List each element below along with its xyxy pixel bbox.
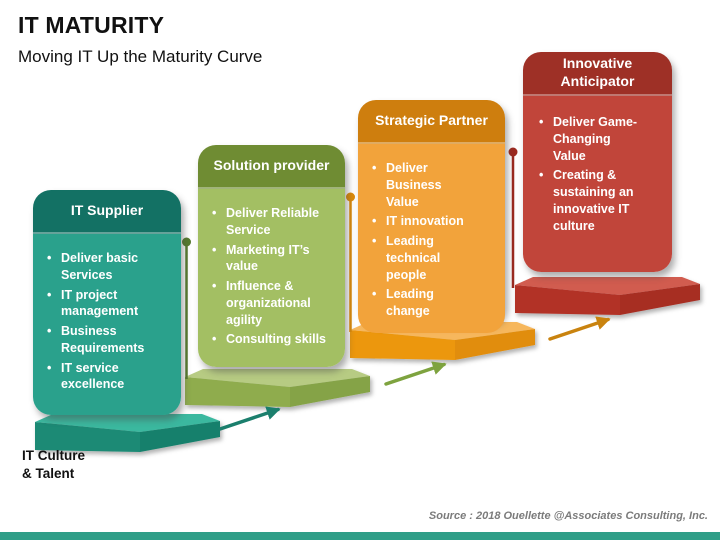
- stage-panel-innovative-anticipator: Innovative Anticipator Deliver Game-Chan…: [523, 52, 672, 272]
- platform-step-4: [515, 277, 700, 315]
- arrow-step-3-4-icon: [548, 316, 611, 341]
- bullet-item: Consulting skills: [210, 331, 337, 348]
- page-title: IT MATURITY: [18, 12, 165, 38]
- stage-title: Strategic Partner: [358, 100, 505, 144]
- stage-panel-solution-provider: Solution provider Deliver Reliable Servi…: [198, 145, 345, 367]
- source-credit: Source : 2018 Ouellette @Associates Cons…: [428, 510, 708, 522]
- page-subtitle: Moving IT Up the Maturity Curve: [18, 47, 263, 66]
- bullet-item: Deliver Reliable Service: [210, 205, 337, 239]
- bullet-item: Marketing IT’s value: [210, 242, 337, 276]
- bullet-item: Deliver basic Services: [45, 250, 169, 284]
- stage-bullets: Deliver basic Services IT project manage…: [33, 234, 181, 415]
- footer-accent-bar: [0, 532, 720, 540]
- bullet-item: Business Requirements: [45, 323, 169, 357]
- bullet-item: Leading technical people: [370, 233, 477, 283]
- bullet-item: Deliver Game-Changing Value: [537, 114, 640, 164]
- pin-step-3: [346, 192, 355, 332]
- stage-panel-strategic-partner: Strategic Partner Deliver Business Value…: [358, 100, 505, 333]
- arrow-step-2-3-icon: [384, 361, 447, 386]
- bullet-item: Influence & organizational agility: [210, 278, 337, 328]
- stage-title: Innovative Anticipator: [523, 52, 672, 96]
- platform-step-1: [35, 414, 220, 452]
- stage-bullets: Deliver Game-Changing Value Creating & s…: [523, 96, 672, 272]
- stage-bullets: Deliver Reliable Service Marketing IT’s …: [198, 189, 345, 367]
- pin-step-4: [508, 147, 518, 288]
- base-axis-label: IT Culture & Talent: [22, 448, 85, 482]
- bullet-item: Leading change: [370, 286, 477, 320]
- bullet-item: IT service excellence: [45, 360, 169, 394]
- stage-panel-it-supplier: IT Supplier Deliver basic Services IT pr…: [33, 190, 181, 415]
- platform-step-2: [185, 369, 370, 407]
- arrow-step-1-2-icon: [218, 406, 281, 431]
- pin-step-2: [182, 237, 191, 379]
- bullet-item: IT innovation: [370, 213, 477, 230]
- bullet-item: IT project management: [45, 287, 169, 321]
- bullet-item: Creating & sustaining an innovative IT c…: [537, 167, 640, 234]
- stage-title: Solution provider: [198, 145, 345, 189]
- stage-title: IT Supplier: [33, 190, 181, 234]
- stage-bullets: Deliver Business Value IT innovation Lea…: [358, 144, 505, 333]
- bullet-item: Deliver Business Value: [370, 160, 477, 210]
